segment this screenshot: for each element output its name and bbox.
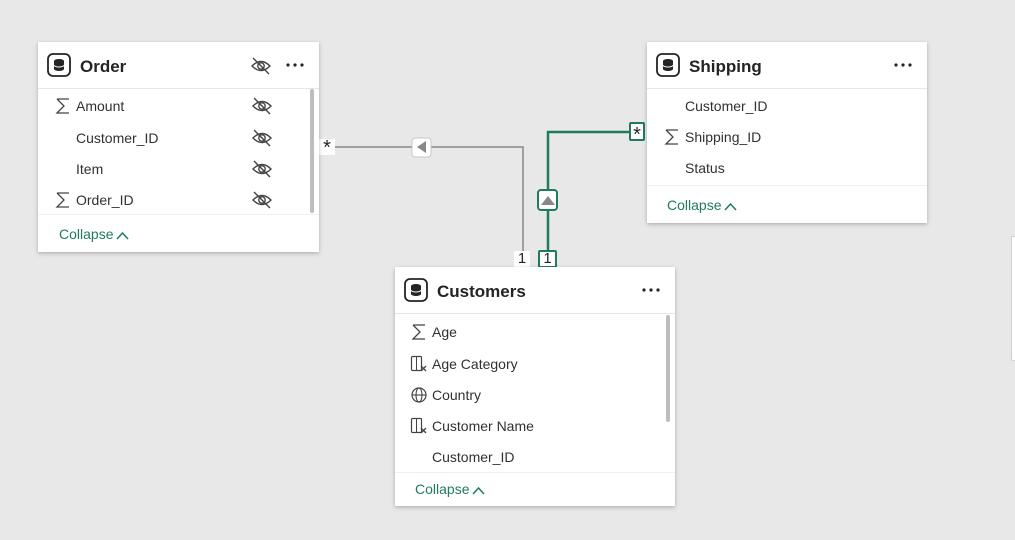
shipping-one-cardinality: 1 <box>538 250 557 268</box>
filter-left-arrow-icon <box>417 141 426 153</box>
hidden-eye-icon[interactable] <box>250 56 272 76</box>
calculated-column-icon <box>410 355 427 372</box>
shipping-field-shipping-id[interactable]: Shipping_ID <box>663 123 883 151</box>
order-table-header[interactable]: Order <box>38 42 319 89</box>
shipping-collapse-button[interactable]: Collapse <box>667 197 738 213</box>
field-label: Item <box>76 161 104 177</box>
order-scrollbar[interactable] <box>310 89 314 213</box>
field-label: Age <box>432 324 457 340</box>
customers-field-age-category[interactable]: Age Category <box>410 350 640 378</box>
customers-scrollbar[interactable] <box>666 315 670 422</box>
shipping-field-customer-id[interactable]: Customer_ID <box>663 92 883 120</box>
order-one-cardinality: 1 <box>514 251 530 267</box>
sigma-icon <box>55 98 69 114</box>
shipping-table-header[interactable]: Shipping <box>647 42 927 89</box>
database-icon <box>656 53 680 77</box>
order-field-order-id[interactable]: Order_ID <box>54 186 274 214</box>
shipping-table-card[interactable]: Shipping Customer_ID Shipping_ID Status … <box>647 42 927 223</box>
field-label: Amount <box>76 98 125 114</box>
customers-collapse-button[interactable]: Collapse <box>415 481 486 497</box>
more-options-icon[interactable] <box>284 56 306 74</box>
order-table-card[interactable]: Order Amount Customer_ID Item Order_ID <box>38 42 319 252</box>
sigma-icon <box>55 192 69 208</box>
field-label: Customer_ID <box>685 98 768 114</box>
field-label: Order_ID <box>76 192 134 208</box>
filter-up-arrow-icon <box>541 196 555 205</box>
customers-field-customer-id[interactable]: Customer_ID <box>410 443 640 471</box>
order-field-customer-id[interactable]: Customer_ID <box>54 124 274 152</box>
order-table-title: Order <box>80 57 127 76</box>
customers-table-title: Customers <box>437 282 526 301</box>
customers-field-country[interactable]: Country <box>410 381 640 409</box>
shipping-field-status[interactable]: Status <box>663 154 883 182</box>
collapse-label: Collapse <box>59 226 114 242</box>
order-field-item[interactable]: Item <box>54 155 274 183</box>
database-icon <box>404 278 428 302</box>
sigma-icon <box>664 129 678 145</box>
field-label: Customer_ID <box>76 130 159 146</box>
field-label: Country <box>432 387 482 403</box>
order-customers-relationship-line[interactable] <box>319 146 524 252</box>
divider <box>395 472 675 473</box>
shipping-table-title: Shipping <box>689 57 762 76</box>
customers-field-customer-name[interactable]: Customer Name <box>410 412 640 440</box>
sigma-icon <box>411 324 425 340</box>
field-label: Customer Name <box>432 418 534 434</box>
chevron-up-icon <box>724 202 738 211</box>
collapse-label: Collapse <box>667 197 722 213</box>
field-label: Age Category <box>432 356 518 372</box>
divider <box>38 214 319 215</box>
field-label: Shipping_ID <box>685 129 762 145</box>
field-label: Customer_ID <box>432 449 515 465</box>
divider <box>647 185 927 186</box>
customers-table-card[interactable]: Customers Age Age Category Country Custo… <box>395 267 675 506</box>
order-collapse-button[interactable]: Collapse <box>59 226 130 242</box>
collapse-label: Collapse <box>415 481 470 497</box>
globe-icon <box>411 387 427 403</box>
order-many-cardinality: * <box>319 138 335 158</box>
shipping-customers-relationship-line[interactable] <box>546 130 629 250</box>
hidden-eye-icon[interactable] <box>251 128 273 148</box>
hidden-eye-icon[interactable] <box>251 96 273 116</box>
chevron-up-icon <box>116 231 130 240</box>
hidden-eye-icon[interactable] <box>251 190 273 210</box>
chevron-up-icon <box>472 486 486 495</box>
customers-table-header[interactable]: Customers <box>395 267 675 314</box>
order-field-amount[interactable]: Amount <box>54 92 274 120</box>
customers-field-age[interactable]: Age <box>410 318 640 346</box>
more-options-icon[interactable] <box>640 281 662 299</box>
database-icon <box>47 53 71 77</box>
field-label: Status <box>685 160 725 176</box>
hidden-eye-icon[interactable] <box>251 159 273 179</box>
properties-panel-edge[interactable] <box>1011 236 1015 361</box>
calculated-column-icon <box>410 417 427 434</box>
more-options-icon[interactable] <box>892 56 914 74</box>
shipping-many-cardinality: * <box>629 122 645 146</box>
